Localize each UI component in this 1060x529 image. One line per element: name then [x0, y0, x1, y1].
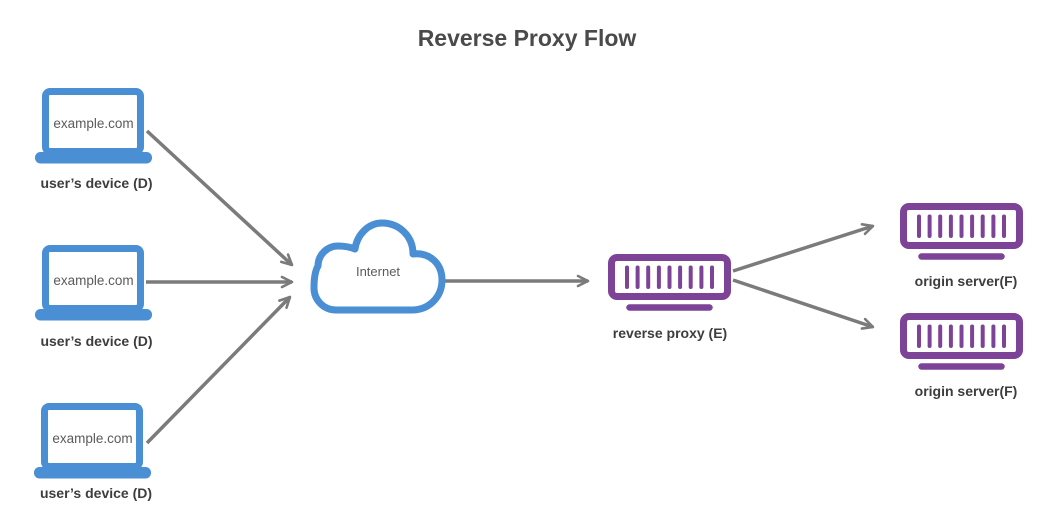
origin-server-label: origin server(F) [915, 273, 1018, 289]
arrow-proxy-to-origin1 [732, 222, 875, 273]
device-screen-text: example.com [52, 431, 132, 446]
user-device-node-1: example.com user’s device (D) [35, 92, 153, 191]
arrow-proxy-to-origin2 [732, 278, 875, 330]
server-icon [612, 258, 728, 308]
user-device-node-2: example.com user’s device (D) [35, 249, 153, 349]
origin-server-label: origin server(F) [915, 383, 1018, 399]
origin-server-node-2: origin server(F) [904, 317, 1020, 399]
internet-label: Internet [356, 264, 400, 279]
internet-node: Internet [310, 219, 446, 314]
server-icon [904, 317, 1020, 367]
reverse-proxy-label: reverse proxy (E) [613, 325, 727, 341]
reverse-proxy-node: reverse proxy (E) [612, 258, 728, 341]
origin-server-node-1: origin server(F) [904, 207, 1020, 289]
device-screen-text: example.com [53, 116, 133, 131]
device-label: user’s device (D) [40, 485, 152, 501]
user-device-node-3: example.com user’s device (D) [34, 407, 152, 501]
server-icon [904, 207, 1020, 257]
diagram-title: Reverse Proxy Flow [418, 25, 637, 51]
arrow-device1-to-internet [145, 129, 294, 267]
device-label: user’s device (D) [40, 175, 152, 191]
device-label: user’s device (D) [40, 333, 152, 349]
arrow-device3-to-internet [145, 295, 292, 445]
device-screen-text: example.com [53, 273, 133, 288]
cloud-icon [310, 219, 446, 314]
connector-arrows [145, 129, 875, 445]
